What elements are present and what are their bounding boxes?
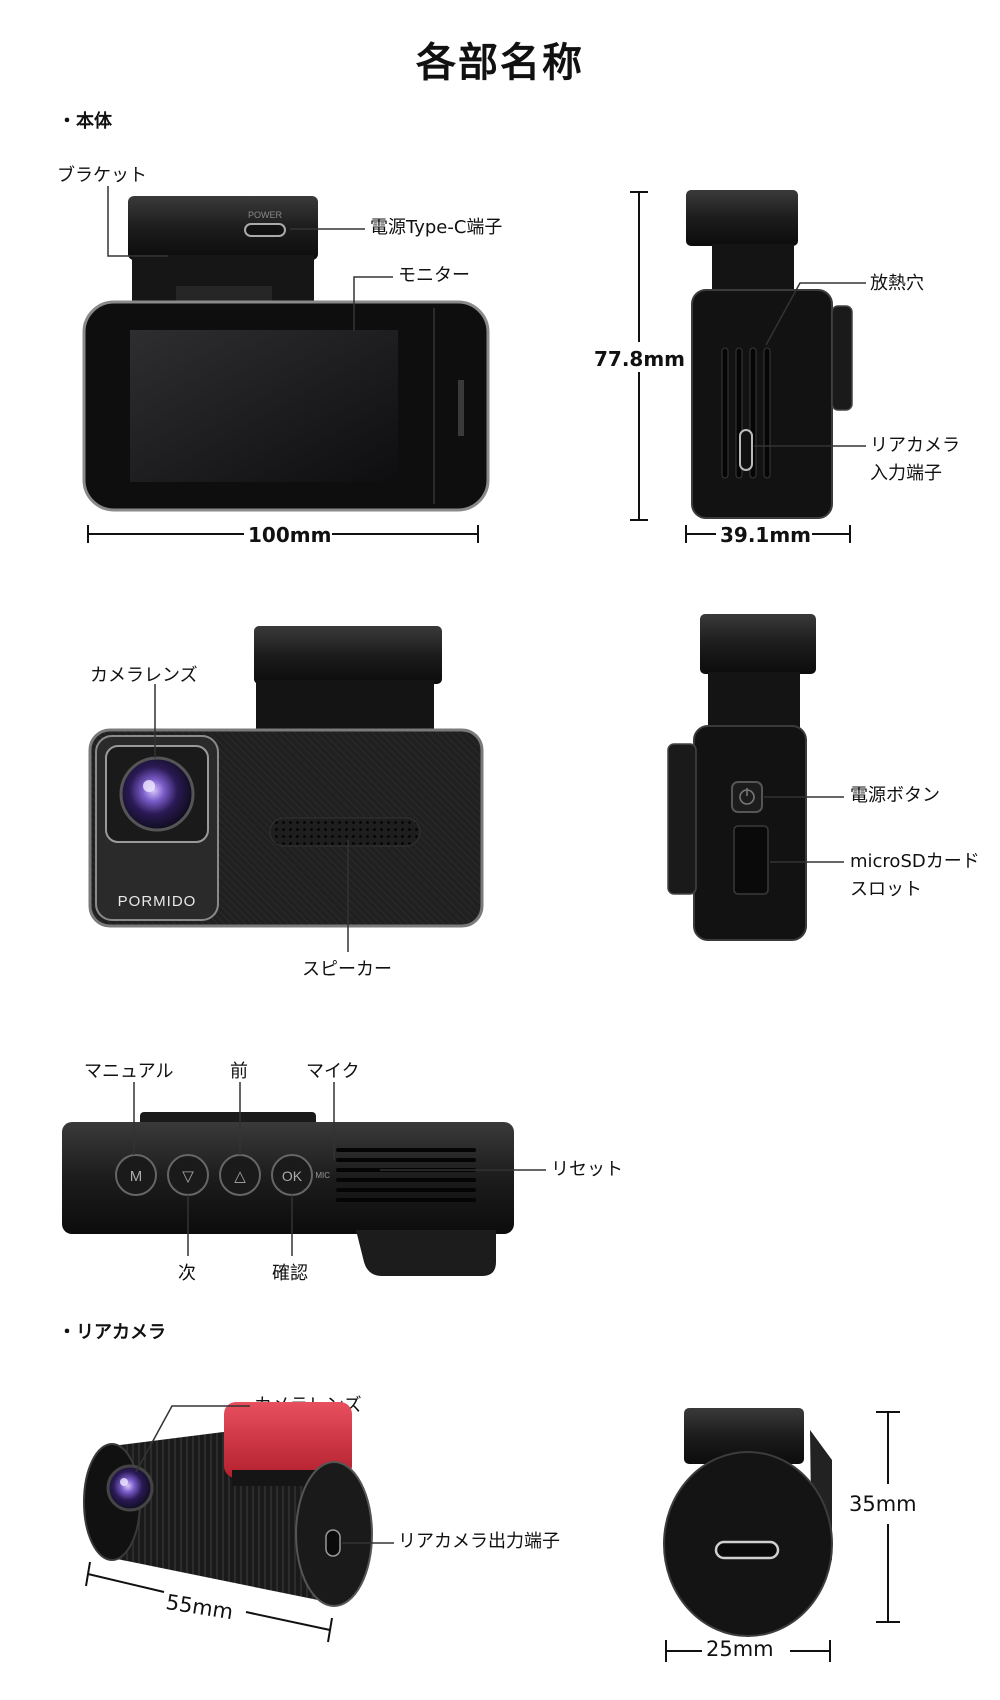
rear-camera-lens-icon <box>106 1464 154 1512</box>
camera-lens-icon <box>119 756 195 832</box>
vent-grille-top <box>336 1148 476 1202</box>
label-heat-vent: 放熱穴 <box>870 273 924 294</box>
manual-button-label: M <box>130 1168 143 1185</box>
monitor-screen <box>130 330 398 482</box>
power-port-icon <box>244 223 286 237</box>
label-next: 次 <box>178 1263 196 1284</box>
ok-button-label: OK <box>282 1168 303 1184</box>
rear-camera-mount <box>224 1402 352 1478</box>
speaker-grille <box>269 817 421 847</box>
microsd-slot-icon[interactable] <box>733 825 769 895</box>
rear-back-port-icon <box>714 1540 780 1560</box>
rear-output-port-icon <box>325 1529 341 1557</box>
label-rear-output: リアカメラ出力端子 <box>398 1531 560 1552</box>
label-mic: マイク <box>306 1061 360 1082</box>
label-speaker: スピーカー <box>302 959 392 980</box>
dimension-rear-height: 35mm <box>849 1492 917 1516</box>
label-power-button: 電源ボタン <box>850 785 940 806</box>
section-heading-main-body: ・本体 <box>58 111 112 132</box>
rear-camera-device <box>83 1402 373 1607</box>
label-bracket: ブラケット <box>57 165 147 186</box>
label-monitor: モニター <box>398 265 470 286</box>
rear-input-port-icon <box>739 429 753 471</box>
dimension-rear-width: 25mm <box>706 1637 774 1661</box>
label-sd-slot-line2: スロット <box>850 879 922 900</box>
label-ok: 確認 <box>272 1263 308 1284</box>
bracket-block <box>128 196 318 260</box>
label-sd-slot-line1: microSDカード <box>850 851 980 872</box>
button-side-view-device <box>667 614 816 941</box>
top-buttons: M ▽ △ OK <box>115 1154 313 1196</box>
manual-button[interactable] <box>115 1154 157 1196</box>
label-rear-input-line1: リアカメラ <box>870 435 960 456</box>
brand-logo: PORMIDO <box>118 893 197 910</box>
lens-view-device: PORMIDO <box>88 626 484 928</box>
label-rear-input-line2: 入力端子 <box>870 463 942 484</box>
power-marking: POWER <box>248 210 283 220</box>
next-button-label: ▽ <box>182 1167 194 1185</box>
mic-marking: MIC <box>315 1171 330 1180</box>
dimension-depth-side: 39.1mm <box>720 523 812 547</box>
label-manual: マニュアル <box>84 1061 174 1082</box>
prev-button-label: △ <box>234 1167 246 1185</box>
side-view-device <box>686 190 853 519</box>
label-power-port: 電源Type-C端子 <box>370 217 503 238</box>
dimension-width-front: 100mm <box>248 523 332 547</box>
dimension-height-side: 77.8mm <box>594 347 686 371</box>
page-title: 各部名称 <box>416 40 584 86</box>
power-button-icon[interactable] <box>731 781 763 813</box>
section-heading-rear-camera: ・リアカメラ <box>58 1322 166 1343</box>
label-reset: リセット <box>551 1159 623 1180</box>
rear-camera-back-view <box>663 1408 833 1637</box>
front-view-device: POWER <box>82 196 490 512</box>
label-camera-lens: カメラレンズ <box>90 665 198 686</box>
label-prev: 前 <box>230 1061 248 1082</box>
